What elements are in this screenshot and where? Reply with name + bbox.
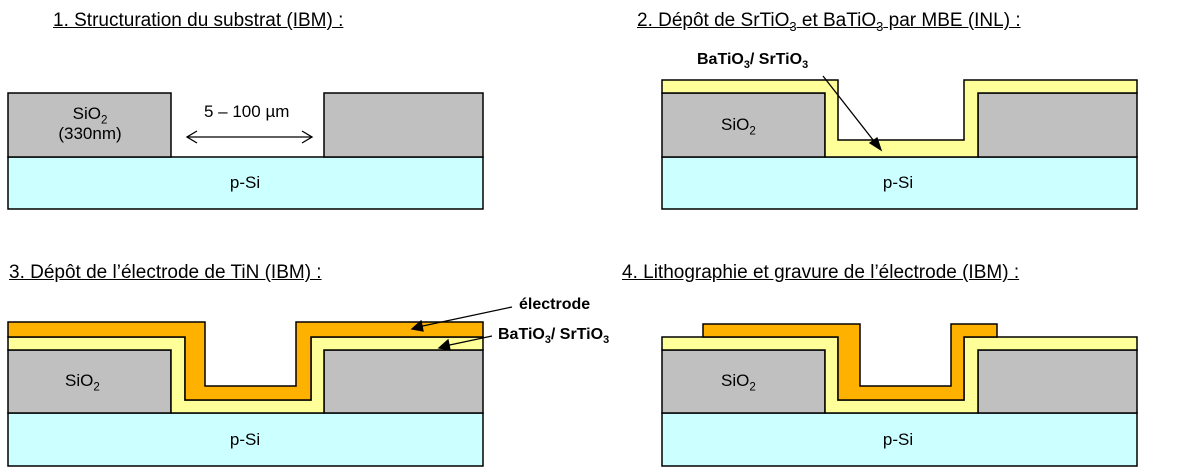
dielectric-stack-label: BaTiO3/ SrTiO3 xyxy=(697,51,809,72)
sio2-label: SiO2 xyxy=(721,115,756,138)
sio2-block-left xyxy=(7,349,172,414)
electrode-patterned xyxy=(702,323,998,401)
substrate-p-si xyxy=(661,156,1138,210)
substrate-label: p-Si xyxy=(882,173,914,192)
sio2-block-right xyxy=(977,92,1138,158)
substrate-label: p-Si xyxy=(882,430,914,449)
electrode-label: électrode xyxy=(519,296,591,313)
width-arrow xyxy=(185,130,314,144)
sio2-block-right xyxy=(977,349,1138,414)
substrate-label: p-Si xyxy=(229,430,261,449)
dielectric-stack-label: BaTiO3/ SrTiO3 xyxy=(498,326,610,347)
width-label: 5 – 100 µm xyxy=(204,102,290,121)
sio2-label: SiO2 (330nm) xyxy=(58,104,122,143)
substrate-p-si xyxy=(7,412,484,467)
electrode-layer xyxy=(7,321,484,401)
panel-2 xyxy=(661,75,1138,210)
substrate-p-si xyxy=(661,412,1138,467)
sio2-thickness-label: (330nm) xyxy=(58,124,122,143)
sio2-label: SiO2 xyxy=(721,371,756,394)
step-2-title: 2. Dépôt de SrTiO3 et BaTiO3 par MBE (IN… xyxy=(637,10,1021,34)
panel-1 xyxy=(7,92,484,210)
panel-4 xyxy=(661,323,1138,467)
sio2-block-left xyxy=(661,92,826,158)
sio2-block-left xyxy=(7,92,172,158)
sio2-block-right xyxy=(323,349,484,414)
step-3-title: 3. Dépôt de l’électrode de TiN (IBM) : xyxy=(9,262,322,283)
panel-3 xyxy=(7,306,513,467)
sio2-label: SiO2 xyxy=(65,371,100,394)
substrate-p-si xyxy=(7,156,484,210)
substrate-label: p-Si xyxy=(229,173,261,192)
step-4-title: 4. Lithographie et gravure de l’électrod… xyxy=(622,262,1020,283)
layer-pointer-arrow xyxy=(822,75,883,152)
dielectric-layer xyxy=(661,79,1138,158)
step-1-title: 1. Structuration du substrat (IBM) : xyxy=(53,10,344,31)
layer-pointer-arrow xyxy=(437,335,493,351)
electrode-pointer-arrow xyxy=(410,306,513,332)
sio2-block-right xyxy=(323,92,484,158)
